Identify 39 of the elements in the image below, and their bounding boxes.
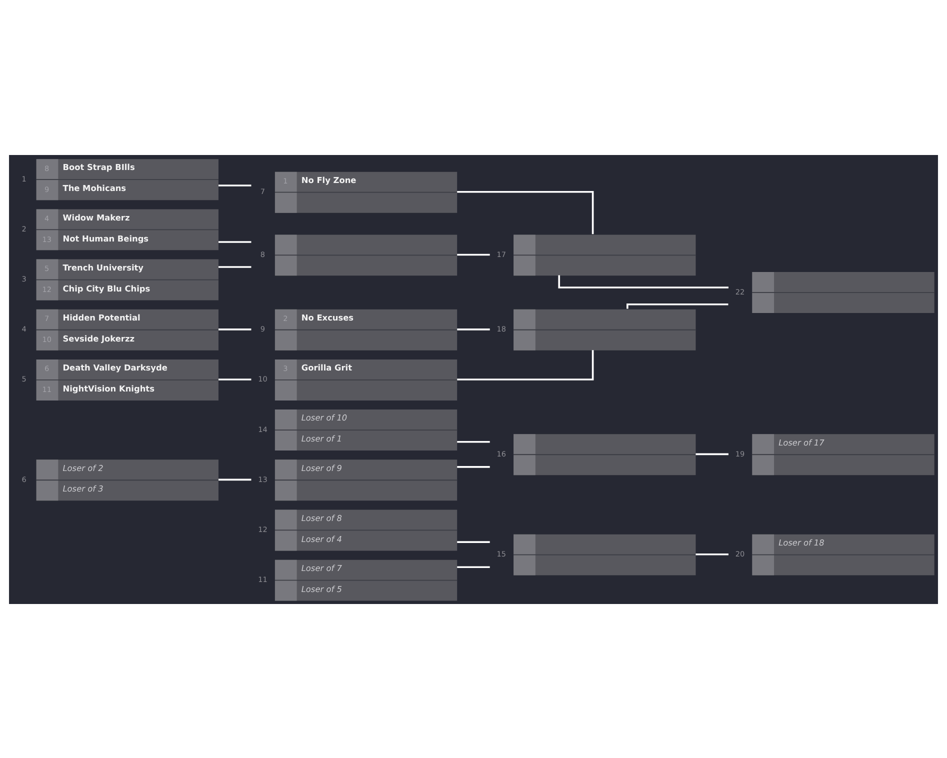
connector xyxy=(457,350,594,380)
node-label: 13 xyxy=(258,474,268,484)
connector xyxy=(558,274,728,288)
node-label: 16 xyxy=(496,448,506,458)
node-label: 18 xyxy=(496,324,506,334)
connector xyxy=(218,184,252,186)
node-label: 2 xyxy=(22,224,26,233)
node-label: 1 xyxy=(22,174,26,183)
node-label: 17 xyxy=(496,249,506,258)
node-label: 9 xyxy=(260,324,266,334)
node-label: 15 xyxy=(496,549,506,558)
connector xyxy=(218,478,252,480)
node-label: 22 xyxy=(735,286,745,296)
node-label: 10 xyxy=(258,374,268,384)
connector xyxy=(457,440,490,442)
connector xyxy=(457,566,490,568)
node-label: 4 xyxy=(22,324,26,334)
connector xyxy=(457,466,490,468)
connector xyxy=(457,253,490,256)
connector xyxy=(626,302,728,308)
connector xyxy=(218,240,252,242)
node-label: 19 xyxy=(735,448,745,458)
connector xyxy=(457,540,490,542)
connector xyxy=(218,328,252,330)
connector xyxy=(696,452,728,455)
node-label: 14 xyxy=(258,424,268,434)
connector xyxy=(218,266,252,268)
node-label: 5 xyxy=(22,374,26,384)
connector xyxy=(457,190,594,234)
node-label: 20 xyxy=(735,549,745,558)
node-label: 12 xyxy=(258,524,268,534)
node-label: 6 xyxy=(22,474,26,484)
node-label: 3 xyxy=(22,274,26,284)
connector xyxy=(696,552,728,555)
connector xyxy=(218,378,252,380)
node-label: 7 xyxy=(260,186,266,196)
connector xyxy=(457,328,490,330)
node-label: 8 xyxy=(260,249,266,258)
node-label: 11 xyxy=(258,574,268,584)
